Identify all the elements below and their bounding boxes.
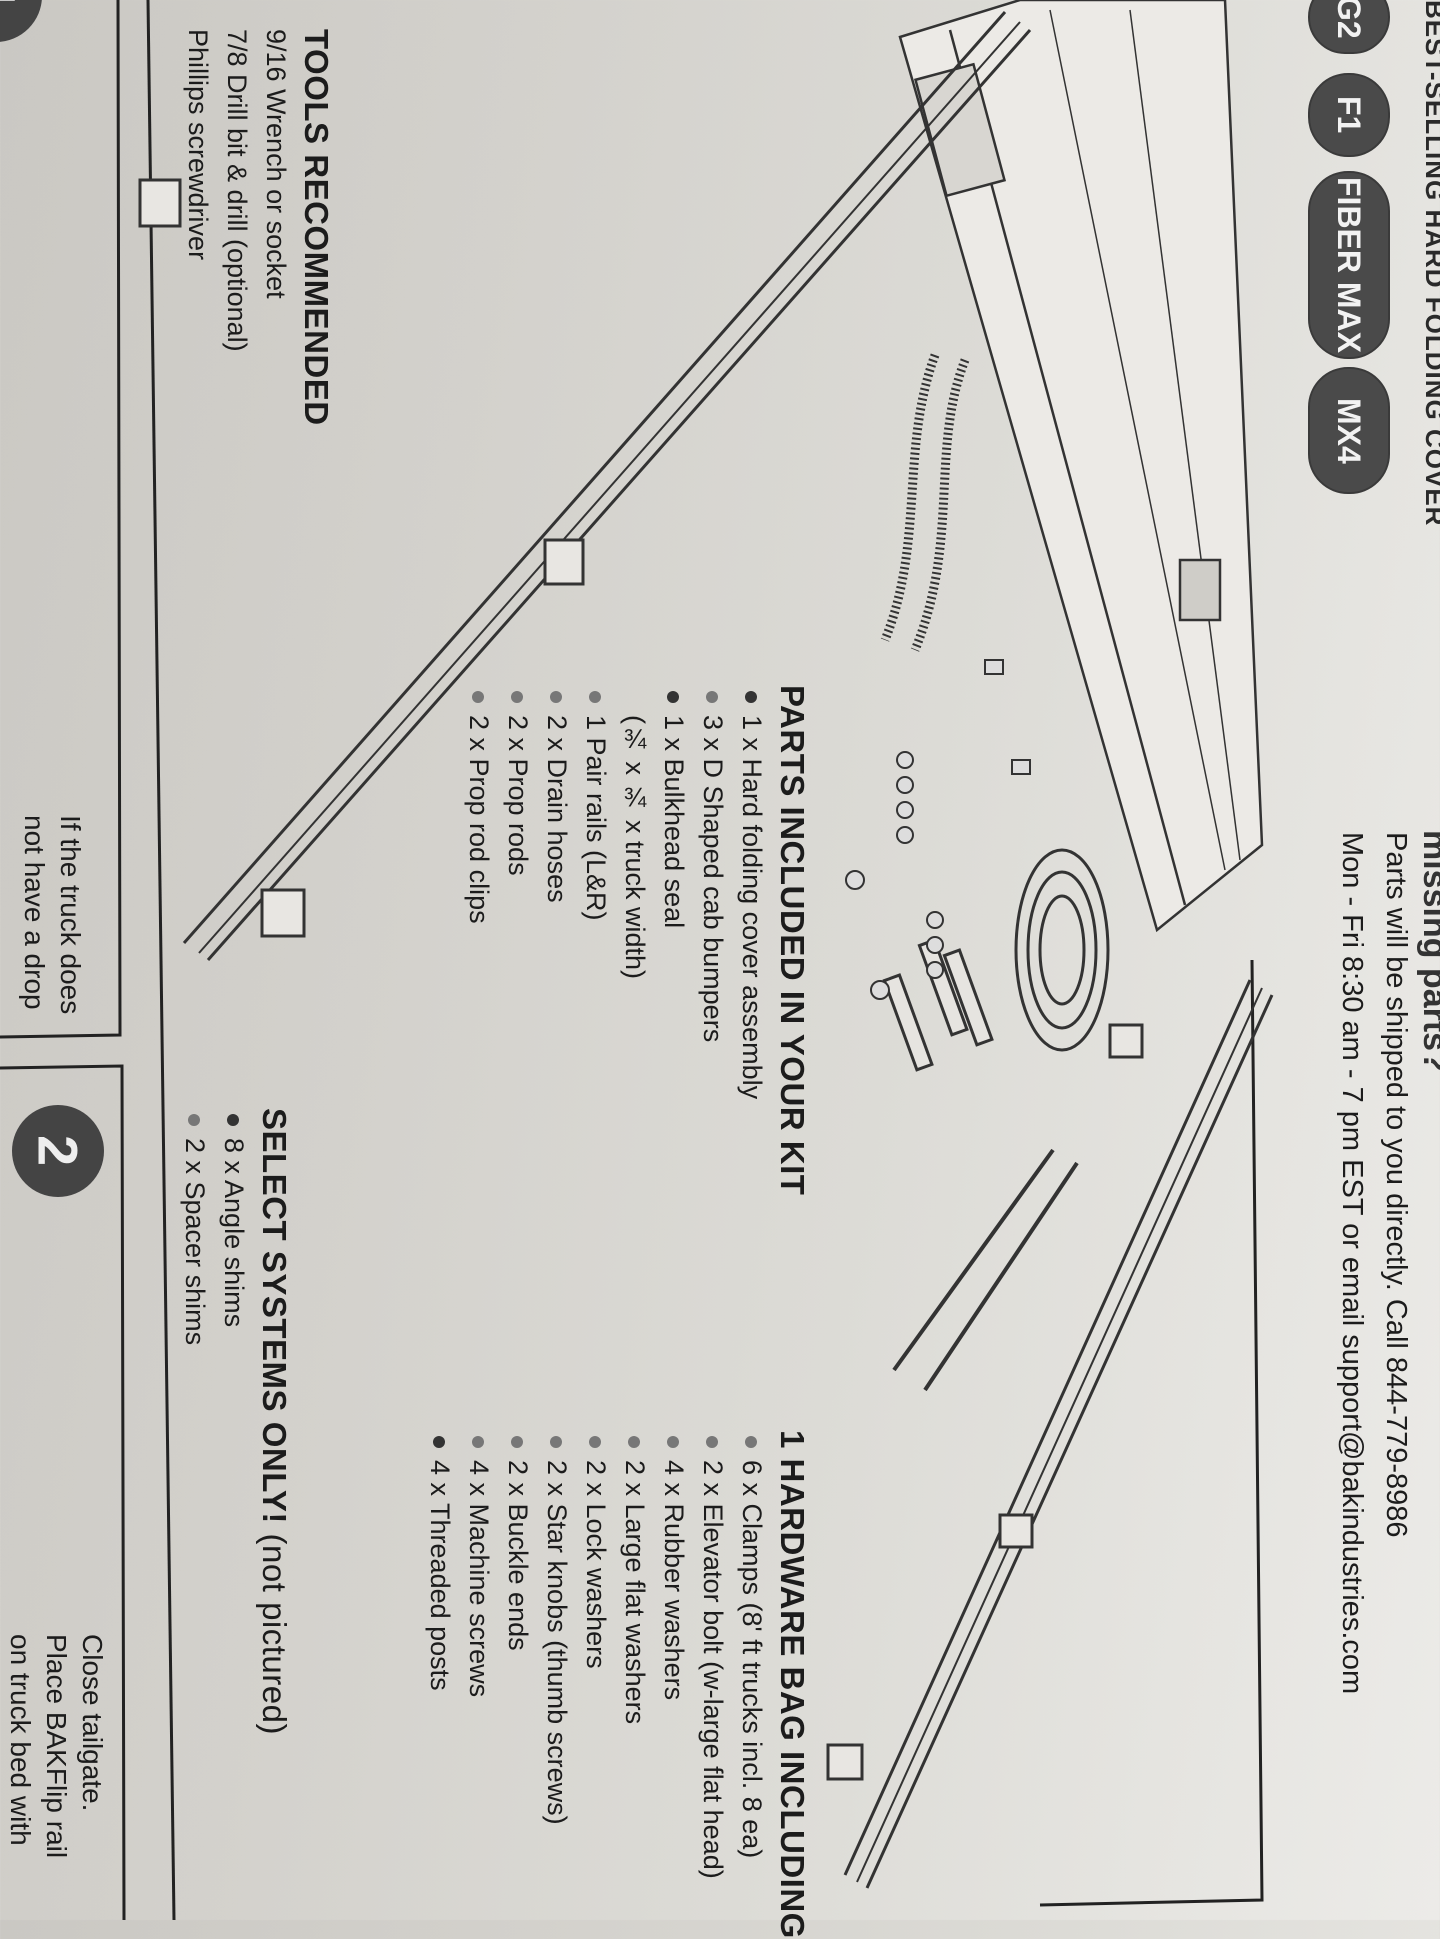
list-item: 2 x Prop rod clips	[459, 685, 498, 1195]
list-item: Phillips screwdriver	[183, 29, 213, 261]
list-item: 6 x Clamps (8' ft trucks incl. 8 ea)	[732, 1430, 771, 1939]
list-item: 1 x Hard folding cover assembly	[732, 685, 771, 1195]
parts-included-heading: PARTS INCLUDED IN YOUR KIT	[774, 685, 811, 1196]
contact-shipping-line: Parts will be shipped to you directly. C…	[1380, 832, 1412, 1538]
bullet-icon	[705, 1436, 718, 1448]
select-systems-section: SELECT SYSTEMS ONLY! (not pictured) 8 x …	[175, 1108, 295, 1735]
bullet-icon	[705, 691, 718, 703]
cab-bumpers-drawing	[882, 938, 994, 1072]
parts-included-section: PARTS INCLUDED IN YOUR KIT 1 x Hard fold…	[459, 685, 813, 1195]
drain-hoses-drawing	[880, 353, 970, 652]
bullet-icon	[588, 691, 601, 703]
select-systems-heading: SELECT SYSTEMS ONLY! (not pictured)	[256, 1108, 293, 1735]
bullet-icon	[627, 1436, 640, 1448]
bullet-icon	[187, 1114, 200, 1126]
badge-fiber-max: FIBER MAX	[1308, 171, 1390, 359]
bullet-icon	[549, 691, 562, 703]
list-item: 2 x Star knobs (thumb screws)	[537, 1430, 576, 1939]
bullet-icon	[510, 691, 523, 703]
list-item: 4 x Rubber washers	[654, 1430, 693, 1939]
step-1-text: If the truck does not have a drop	[19, 815, 86, 1015]
list-item: 9/16 Wrench or socket	[261, 29, 291, 299]
small-hardware-drawing	[845, 659, 1031, 1000]
badge-g2: G2	[1308, 0, 1390, 54]
folding-cover-drawing	[898, 0, 1264, 933]
list-item: 2 x Elevator bolt (w-large flat head)	[693, 1430, 732, 1939]
header-title: BEST-SELLING HARD FOLDING COVER	[1420, 0, 1440, 527]
bullet-icon	[471, 691, 484, 703]
bullet-icon	[744, 1436, 757, 1448]
panel-borders	[0, 0, 1264, 1920]
step-2-badge: 2	[12, 1105, 104, 1197]
bullet-icon	[666, 691, 679, 703]
hardware-bag-section: 1 HARDWARE BAG INCLUDING 6 x Clamps (8' …	[420, 1430, 813, 1939]
list-item: 2 x Prop rods	[498, 685, 537, 1195]
tools-recommended-section: TOOLS RECOMMENDED 9/16 Wrench or socket …	[178, 29, 337, 426]
badge-mx4: MX4	[1308, 367, 1390, 494]
list-item: 4 x Machine screws	[459, 1430, 498, 1939]
bulkhead-seal-drawing	[1014, 848, 1110, 1052]
main-panel-left-border	[146, 0, 176, 1920]
bullet-icon	[549, 1436, 562, 1448]
list-item: 1 Pair rails (L&R)	[576, 685, 615, 1195]
list-item: 4 x Threaded posts	[420, 1430, 459, 1939]
list-item: 2 x Drain hoses	[537, 685, 576, 1195]
step1-box-border	[0, 0, 122, 1039]
bullet-icon	[432, 1436, 445, 1448]
list-item: 1 x Bulkhead seal	[654, 685, 693, 1195]
list-item: 3 x D Shaped cab bumpers	[693, 685, 732, 1195]
main-panel-right-border	[1039, 959, 1264, 1907]
list-item-note: (¾ x ¾ x truck width)	[620, 715, 650, 980]
list-item: 2 x Spacer shims	[175, 1108, 214, 1735]
missing-parts-heading: missing parts?	[1416, 830, 1440, 1072]
list-item: 2 x Lock washers	[576, 1430, 615, 1939]
list-item: 8 x Angle shims	[214, 1108, 253, 1735]
prop-rods-drawing	[892, 1148, 1079, 1392]
bullet-icon	[666, 1436, 679, 1448]
clamps-drawing	[138, 178, 1144, 1781]
list-item: 2 x Buckle ends	[498, 1430, 537, 1939]
badge-f1: F1	[1308, 73, 1390, 157]
rail-right-drawing	[843, 979, 1274, 1889]
contact-info: Parts will be shipped to you directly. C…	[1330, 832, 1418, 1694]
step-2-text: Close tailgate. Place BAKFlip rail on tr…	[5, 1634, 108, 1859]
select-systems-note: (not pictured)	[256, 1533, 293, 1735]
list-item: 2 x Large flat washers	[615, 1430, 654, 1939]
bullet-icon	[588, 1436, 601, 1448]
bullet-icon	[744, 691, 757, 703]
bullet-icon	[510, 1436, 523, 1448]
bullet-icon	[471, 1436, 484, 1448]
bullet-icon	[226, 1114, 239, 1126]
tools-heading: TOOLS RECOMMENDED	[298, 29, 335, 426]
rail-left-drawing	[182, 11, 1032, 961]
step2-box-border	[0, 1064, 126, 1920]
list-item: 7/8 Drill bit & drill (optional)	[222, 29, 252, 352]
hardware-bag-heading: 1 HARDWARE BAG INCLUDING	[774, 1430, 811, 1939]
contact-hours-line: Mon - Fri 8:30 am - 7 pm EST or email su…	[1336, 832, 1368, 1695]
